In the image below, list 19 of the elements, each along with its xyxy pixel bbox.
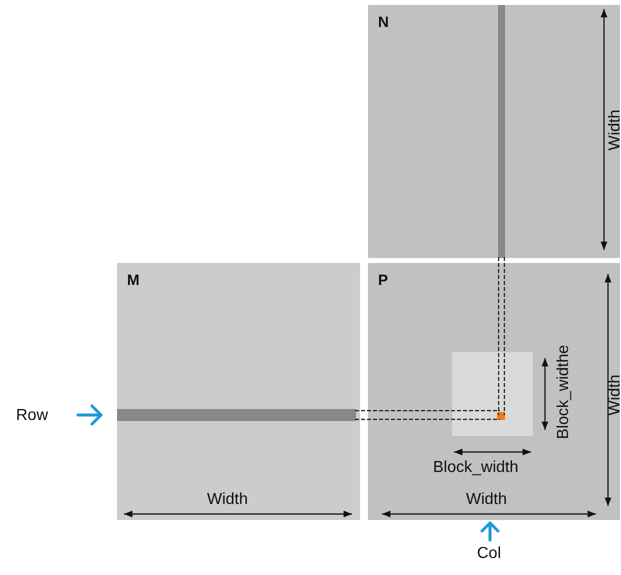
matrix-label: N (378, 15, 389, 30)
matrix-box (368, 263, 620, 520)
dimension-label: Width (606, 110, 621, 150)
column-label: Col (477, 546, 502, 562)
matrix-box (117, 263, 360, 520)
matrix-label: P (378, 273, 388, 288)
dashed-connector (355, 410, 500, 420)
block-square (452, 352, 533, 436)
dimension-label: Block_width (433, 460, 518, 476)
dimension-label: Block_widthe (556, 344, 572, 440)
row-label: Row (16, 408, 48, 424)
dashed-connector (498, 257, 505, 415)
matrix-box (368, 5, 620, 258)
dimension-label: Width (207, 492, 248, 508)
matrix-label: M (127, 273, 140, 288)
column-strip (498, 5, 505, 258)
dimension-label: Width (466, 492, 507, 508)
dimension-label: Width (606, 374, 621, 416)
row-strip (117, 409, 356, 421)
